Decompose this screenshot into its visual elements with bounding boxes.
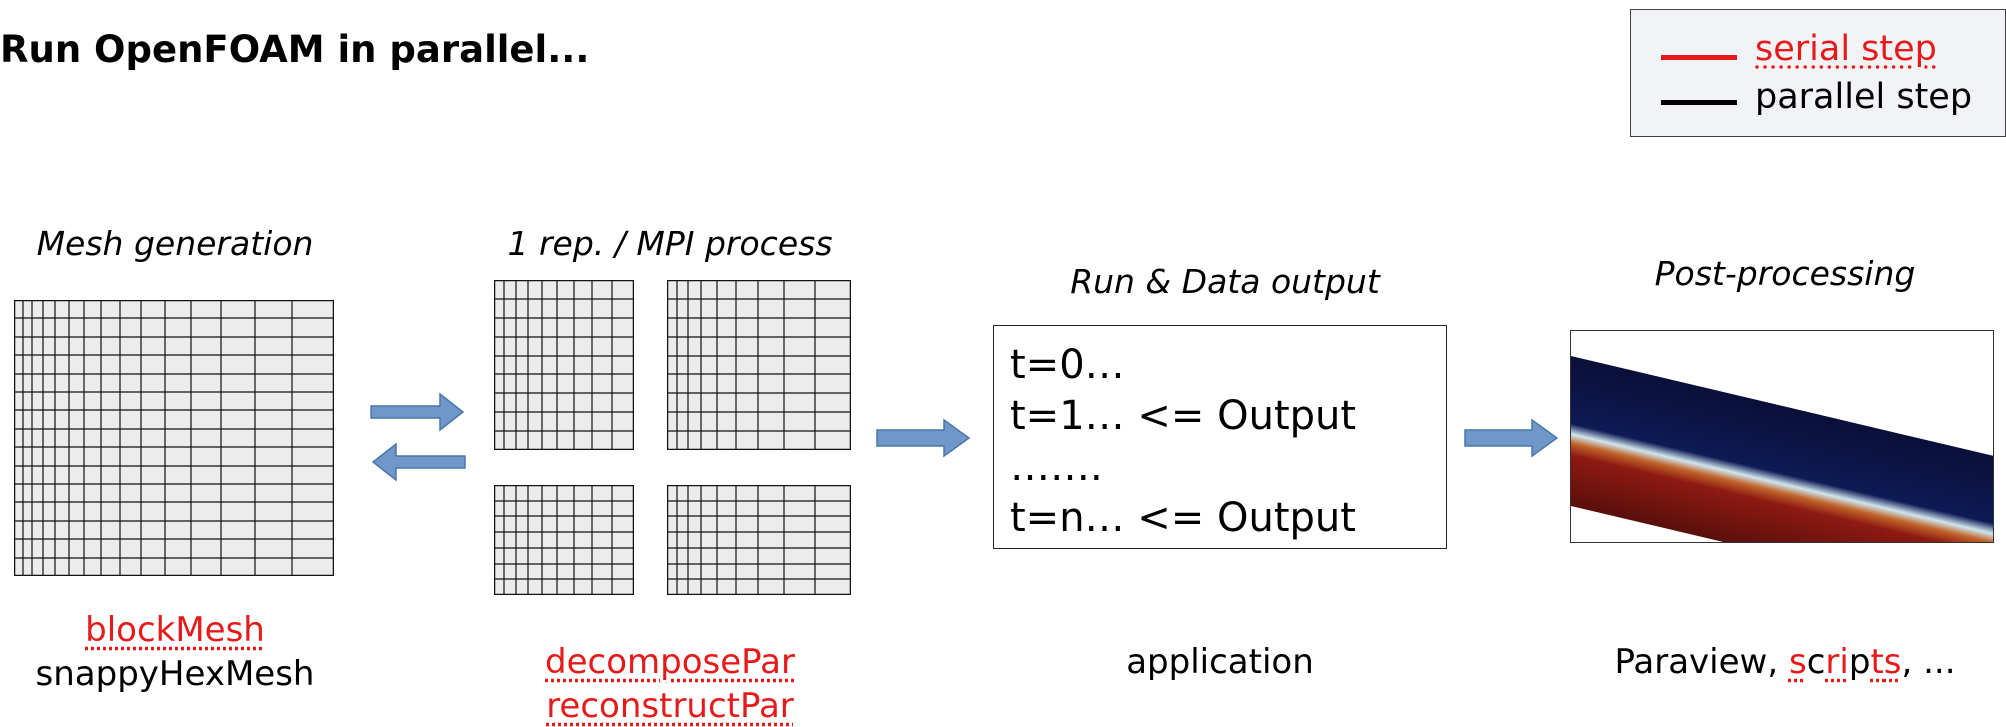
scripts-ri: ri [1825,642,1849,682]
run-line-2: ……. [1010,444,1103,490]
reconstructpar-label: reconstructPar [546,686,794,726]
decomposepar-label: decomposePar [545,642,795,682]
post-processing-image [1570,330,1994,543]
mpi-process-title: 1 rep. / MPI process [507,224,833,263]
ellipsis-text: , ... [1901,642,1956,682]
run-line-3: t=n… <= Output [1010,495,1356,541]
run-data-output-title: Run & Data output [1070,262,1380,301]
serial-legend-label: serial step [1755,29,1937,69]
arrow-right-icon [370,392,465,432]
scripts-t: t [1870,642,1884,682]
legend: serial step parallel step [1630,9,2006,137]
parallel-legend-line [1661,100,1737,105]
scripts-p: p [1848,642,1871,682]
parallel-legend-label: parallel step [1755,77,1973,117]
arrow-left-icon [371,442,466,482]
subdomain-grid-3 [494,485,634,595]
scripts-s2: s [1883,642,1902,682]
post-processing-title: Post-processing [1654,254,1916,293]
arrow-right-icon [1464,418,1559,458]
application-label: application [1126,642,1314,682]
subdomain-grid-4 [667,485,851,595]
subdomain-grid-2 [667,280,851,450]
blockmesh-label: blockMesh [85,610,265,650]
arrow-right-icon [876,418,971,458]
serial-legend-line [1661,55,1737,60]
run-line-1: t=1… <= Output [1010,393,1357,439]
post-tools-label: Paraview, scripts, ... [1600,642,1970,682]
page-title: Run OpenFOAM in parallel... [0,28,590,71]
mesh-grid [14,300,334,576]
decompose-arrows [370,392,466,482]
snappyhexmesh-label: snappyHexMesh [35,654,315,694]
scripts-s: s [1788,642,1807,682]
scripts-c: c [1806,642,1826,682]
run-output-box: t=0… t=1… <= Output ……. t=n… <= Output [993,325,1447,549]
subdomain-grid-1 [494,280,634,450]
paraview-text: Paraview, [1614,642,1789,682]
run-line-0: t=0… [1010,342,1125,388]
mesh-generation-title: Mesh generation [36,224,314,263]
